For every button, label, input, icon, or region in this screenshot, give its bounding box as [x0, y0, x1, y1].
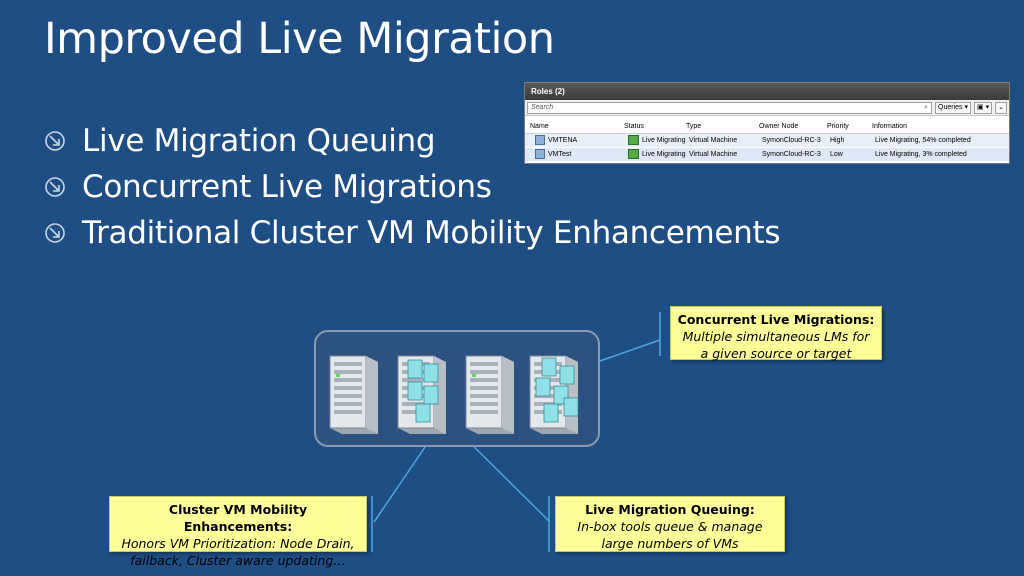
priority-cell: Low	[830, 151, 843, 158]
bullet-item: Traditional Cluster VM Mobility Enhancem…	[44, 210, 781, 256]
column-header[interactable]: Type	[686, 123, 702, 130]
status-cell: Live Migrating	[628, 148, 686, 161]
column-header[interactable]: Status	[624, 123, 644, 130]
callout-cluster-vm-mobility: Cluster VM Mobility Enhancements: Honors…	[109, 496, 367, 568]
type-cell: Virtual Machine	[689, 137, 738, 144]
expand-button[interactable]: ⌄	[995, 101, 1007, 114]
arrow-circle-icon	[45, 177, 65, 197]
column-header[interactable]: Owner Node	[759, 123, 799, 130]
owner-cell: SymonCloud-RC-3	[762, 137, 821, 144]
roles-panel: Roles (2) Search ⌕ Queries ▾ ▣ ▾ ⌄ Name …	[524, 82, 1010, 164]
chevron-down-icon: ▾	[985, 103, 990, 111]
priority-cell: High	[830, 137, 845, 144]
search-placeholder: Search	[531, 103, 554, 111]
info-cell: Live Migrating, 3% completed	[875, 151, 967, 158]
bullet-item: Live Migration Queuing	[44, 118, 780, 164]
status-cell: Live Migrating	[628, 134, 686, 147]
roles-header: Roles (2)	[525, 83, 1009, 100]
callout-body: Honors VM Prioritization: Node Drain, fa…	[121, 536, 355, 568]
callout-live-migration-queuing: Live Migration Queuing: In-box tools que…	[555, 496, 785, 552]
table-row[interactable]: VMTest Live Migrating Virtual Machine Sy…	[525, 148, 1009, 161]
cluster-group	[314, 330, 600, 447]
bullet-text: Concurrent Live Migrations	[82, 169, 492, 205]
virtual-machine-icon	[535, 135, 545, 146]
bullet-item: Concurrent Live Migrations	[44, 164, 780, 210]
save-query-button[interactable]: ▣ ▾	[974, 101, 993, 114]
name-cell: VMTest	[535, 148, 571, 161]
type-cell: Virtual Machine	[689, 151, 738, 158]
callout-title: Cluster VM Mobility Enhancements:	[168, 502, 308, 534]
callout-body: Multiple simultaneous LMs for a given so…	[682, 329, 870, 361]
search-icon[interactable]: ⌕	[924, 103, 929, 111]
callout-title: Live Migration Queuing:	[585, 502, 755, 517]
roles-toolbar: Search ⌕ Queries ▾ ▣ ▾ ⌄	[525, 100, 1009, 116]
callout-concurrent-live-migrations: Concurrent Live Migrations: Multiple sim…	[670, 306, 882, 361]
live-migrating-icon	[628, 135, 639, 146]
bullet-text: Live Migration Queuing	[82, 123, 436, 159]
server-with-vms-icon	[397, 355, 446, 434]
chevron-down-icon: ▾	[964, 103, 969, 111]
name-cell: VMTENA	[535, 134, 577, 147]
queries-button[interactable]: Queries ▾	[935, 101, 972, 114]
bullet-list: Live Migration Queuing Concurrent Live M…	[44, 118, 781, 256]
save-icon: ▣	[977, 103, 984, 111]
live-migrating-icon	[628, 149, 639, 160]
queries-label: Queries	[938, 103, 963, 111]
column-header[interactable]: Information	[872, 123, 908, 130]
search-input[interactable]: Search ⌕	[527, 101, 933, 114]
slide-title: Improved Live Migration	[44, 14, 555, 64]
column-header[interactable]: Priority	[827, 123, 849, 130]
arrow-circle-icon	[45, 131, 65, 151]
grid-header-row: Name Status Type Owner Node Priority Inf…	[525, 120, 1009, 134]
arrow-circle-icon	[45, 223, 65, 243]
connector-line	[596, 339, 661, 363]
callout-title: Concurrent Live Migrations:	[677, 312, 875, 327]
info-cell: Live Migrating, 54% completed	[875, 137, 971, 144]
column-header[interactable]: Name	[530, 123, 549, 130]
callout-body: In-box tools queue & manage large number…	[577, 519, 763, 551]
owner-cell: SymonCloud-RC-3	[762, 151, 821, 158]
virtual-machine-icon	[535, 149, 545, 160]
table-row[interactable]: VMTENA Live Migrating Virtual Machine Sy…	[525, 134, 1009, 147]
server-icon	[465, 355, 514, 434]
bullet-text: Traditional Cluster VM Mobility Enhancem…	[82, 215, 781, 251]
chevron-down-icon: ⌄	[998, 103, 1004, 111]
server-icon	[329, 355, 378, 434]
server-with-vms-icon	[529, 355, 579, 434]
